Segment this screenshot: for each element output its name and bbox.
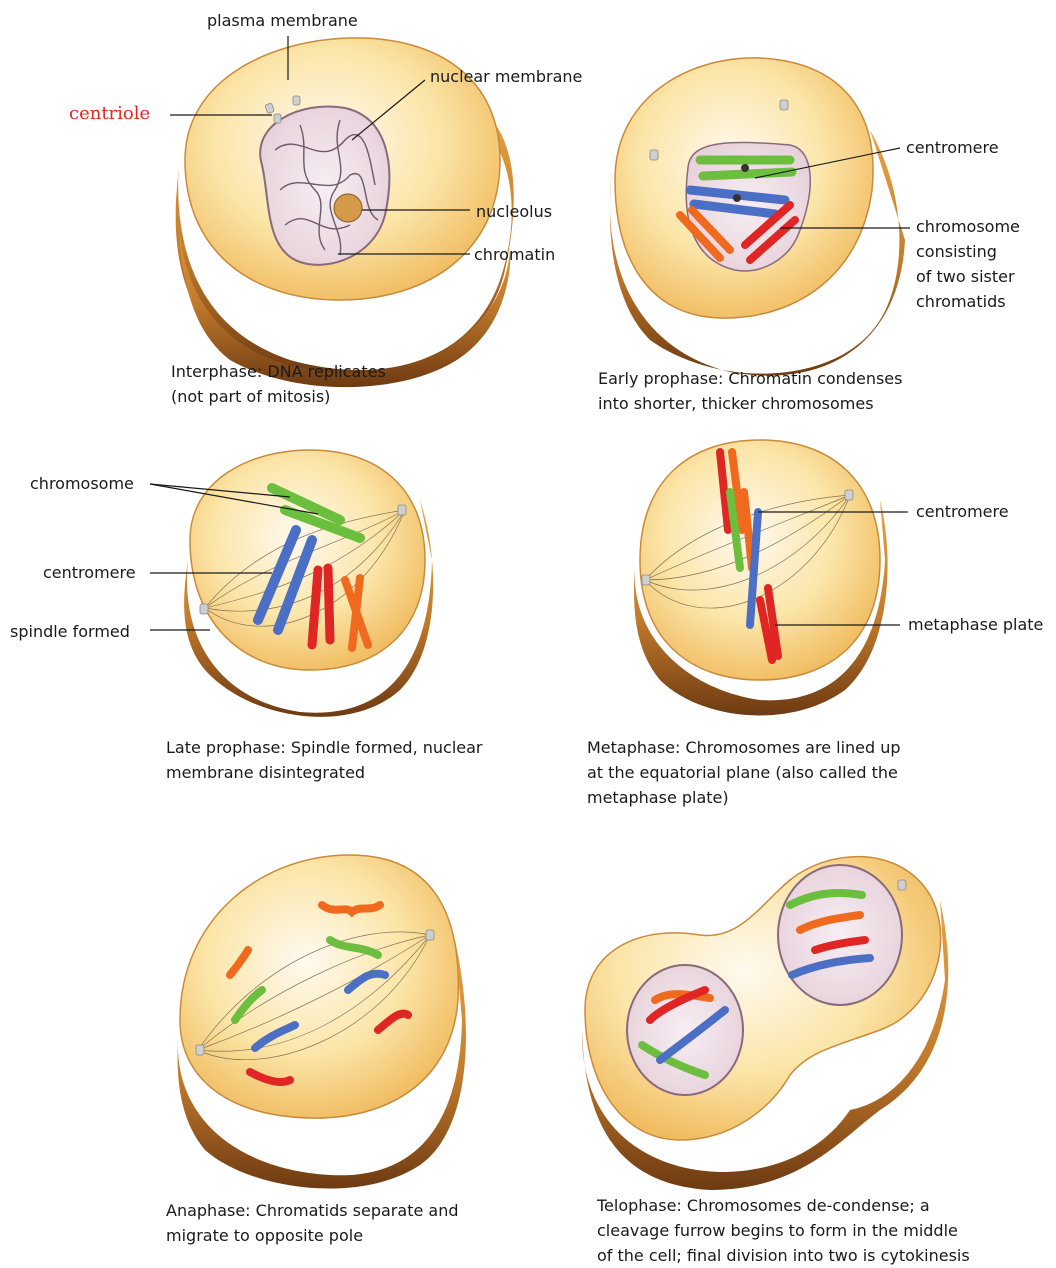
- chromosome-sister-label-4: chromatids: [916, 289, 1006, 314]
- anaphase-caption: Anaphase: Chromatids separate and migrat…: [166, 1198, 459, 1248]
- nuclear-membrane-label: nuclear membrane: [430, 64, 582, 89]
- chromatin-label: chromatin: [474, 242, 555, 267]
- centromere-label-late: centromere: [43, 560, 136, 585]
- early-prophase-caption: Early prophase: Chromatin condenses into…: [598, 366, 902, 416]
- metaphase-cell: [634, 440, 888, 715]
- interphase-caption: Interphase: DNA replicates (not part of …: [171, 359, 386, 409]
- chromosome-sister-label-3: of two sister: [916, 264, 1015, 289]
- spindle-formed-label: spindle formed: [10, 619, 130, 644]
- metaphase-caption: Metaphase: Chromosomes are lined up at t…: [587, 735, 901, 810]
- nucleolus-label: nucleolus: [476, 199, 552, 224]
- early-prophase-cell: [610, 58, 905, 376]
- centromere-label-meta: centromere: [916, 499, 1009, 524]
- plasma-membrane-label: plasma membrane: [207, 8, 358, 33]
- chromosome-sister-label-2: consisting: [916, 239, 997, 264]
- late-prophase-caption: Late prophase: Spindle formed, nuclear m…: [166, 735, 483, 785]
- chromosome-label-late: chromosome: [30, 471, 134, 496]
- centromere-label-early: centromere: [906, 135, 999, 160]
- telophase-cell: [582, 857, 948, 1190]
- chromosome-sister-label-1: chromosome: [916, 214, 1020, 239]
- late-prophase-cell: [184, 450, 433, 717]
- anaphase-cell: [178, 855, 466, 1189]
- centriole-label: centriole: [69, 101, 150, 126]
- metaphase-plate-label: metaphase plate: [908, 612, 1043, 637]
- interphase-cell: [176, 38, 514, 387]
- telophase-caption: Telophase: Chromosomes de-condense; a cl…: [597, 1193, 970, 1268]
